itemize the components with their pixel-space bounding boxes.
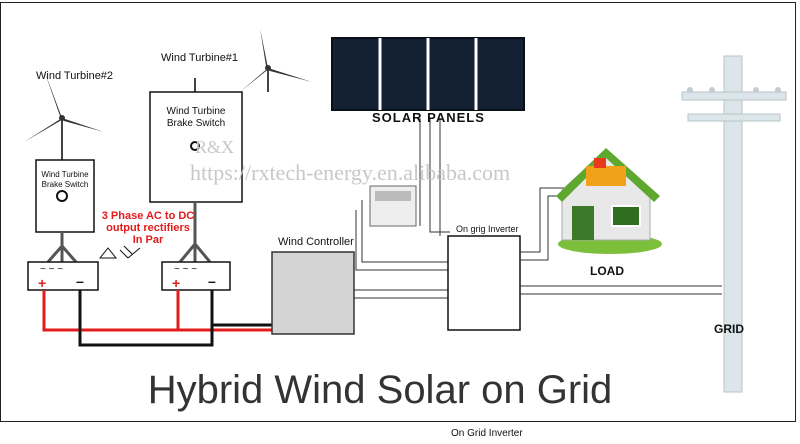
- diode-icon: [98, 245, 141, 259]
- brake-big-label: Wind Turbine Brake Switch: [150, 106, 242, 130]
- rectifier-1: [161, 261, 231, 291]
- brake-knob-small: [56, 190, 68, 202]
- rectifier-line1: 3 Phase AC to DC: [101, 210, 195, 222]
- solar-panels: [331, 37, 525, 111]
- grid-label: GRID: [714, 322, 744, 336]
- watermark-url: https://rxtech-energy.en.alibaba.com: [190, 160, 511, 185]
- inverter-label: On grig Inverter: [456, 224, 519, 234]
- turbine-2-label: Wind Turbine#2: [36, 70, 114, 82]
- house-icon: [556, 148, 662, 254]
- dc-wiring: [42, 290, 272, 347]
- solar-label: SOLAR PANELS: [372, 110, 485, 125]
- svg-text:+: +: [172, 275, 180, 291]
- controller-label: Wind Controller: [278, 236, 354, 248]
- diagram-frame: [0, 2, 796, 422]
- turbine-1-label: Wind Turbine#1: [161, 52, 239, 64]
- brake-big-line1: Wind Turbine: [166, 106, 226, 117]
- svg-text:~ ~ ~: ~ ~ ~: [40, 264, 63, 275]
- svg-text:–: –: [208, 273, 216, 289]
- rectifier-label: 3 Phase AC to DC output rectifiers In Pa…: [88, 210, 208, 246]
- wind-controller-box: [271, 251, 355, 335]
- diagram-title: Hybrid Wind Solar on Grid: [147, 368, 613, 412]
- brake-small-line1: Wind Turbine: [41, 170, 89, 179]
- image-caption: On Grid Inverter: [451, 428, 523, 439]
- brake-small-line2: Brake Switch: [41, 180, 89, 189]
- load-label: LOAD: [590, 264, 624, 278]
- brake-big-line2: Brake Switch: [166, 118, 226, 129]
- utility-pole: [681, 55, 787, 393]
- rectifier-line2: output rectifiers: [106, 222, 190, 234]
- brake-knob-big: [190, 141, 200, 151]
- svg-text:+: +: [38, 275, 46, 291]
- svg-text:~ ~ ~: ~ ~ ~: [174, 264, 197, 275]
- rectifier-2: [27, 261, 99, 291]
- wind-turbine-2: [24, 70, 104, 160]
- brake-switch-small: [35, 159, 95, 233]
- brake-switch-big: [149, 91, 243, 203]
- rectifier-line3: In Par: [132, 234, 164, 246]
- inverter-box: [447, 235, 521, 331]
- wind-turbine-1: [240, 28, 312, 92]
- brake-small-label: Wind Turbine Brake Switch: [36, 170, 94, 190]
- svg-text:–: –: [76, 273, 84, 289]
- watermark-brand: R&X: [195, 137, 235, 157]
